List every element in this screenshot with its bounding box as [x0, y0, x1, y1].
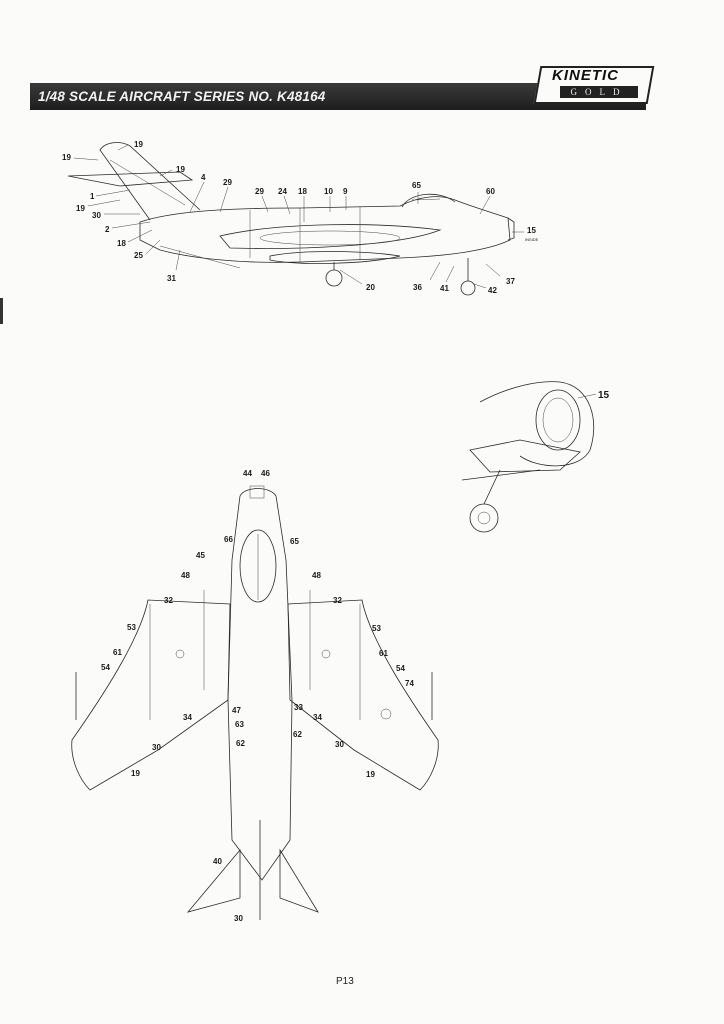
- top-view-callouts: 44 46 66 65 45 48 48 32 32 53 53 61 61 5…: [101, 469, 414, 923]
- callout: 19: [134, 140, 143, 149]
- callout: 53: [127, 623, 136, 632]
- callout: 30: [152, 743, 161, 752]
- callout: 30: [335, 740, 344, 749]
- callout: 18: [298, 187, 307, 196]
- callout: 62: [236, 739, 245, 748]
- callout: 30: [92, 211, 101, 220]
- callout: 19: [62, 153, 71, 162]
- callout: 66: [224, 535, 233, 544]
- callout: 20: [366, 283, 375, 292]
- callout: 19: [366, 770, 375, 779]
- callout: 63: [235, 720, 244, 729]
- page-number: P13: [336, 976, 354, 987]
- callout: 46: [261, 469, 270, 478]
- callout: 74: [405, 679, 414, 688]
- callout: 24: [278, 187, 287, 196]
- callout: 31: [167, 274, 176, 283]
- callout: 40: [213, 857, 222, 866]
- callout: 2: [105, 225, 110, 234]
- callout: 45: [196, 551, 205, 560]
- callout: 10: [324, 187, 333, 196]
- callout: 18: [117, 239, 126, 248]
- gold-logo: GOLD: [560, 86, 638, 98]
- callout: 34: [183, 713, 192, 722]
- nose-detail-view: 15: [461, 381, 610, 533]
- kinetic-logo: KINETIC: [552, 67, 619, 84]
- callout: 54: [101, 663, 110, 672]
- callout: 30: [234, 914, 243, 923]
- callout: 65: [412, 181, 421, 190]
- side-view-aircraft: [67, 142, 515, 296]
- callout: 25: [134, 251, 143, 260]
- callout: 29: [223, 178, 232, 187]
- callout: 62: [293, 730, 302, 739]
- callout: 60: [486, 187, 495, 196]
- binder-mark: [0, 298, 3, 324]
- callout: 19: [76, 204, 85, 213]
- callout: 47: [232, 706, 241, 715]
- callout: 32: [164, 596, 173, 605]
- callout: 1: [90, 192, 95, 201]
- page-title: 1/48 SCALE AIRCRAFT SERIES NO. K48164: [38, 89, 326, 104]
- callout: 19: [131, 769, 140, 778]
- callout: 15: [598, 390, 610, 401]
- callout: 53: [372, 624, 381, 633]
- top-view-aircraft: [71, 485, 439, 920]
- callout: 41: [440, 284, 449, 293]
- callout: 9: [343, 187, 348, 196]
- callout: 61: [379, 649, 388, 658]
- callout: 65: [290, 537, 299, 546]
- callout: 32: [333, 596, 342, 605]
- side-view-callouts: 19 19 19 4 29 29 24 18 10 9 65 60 1 19 3…: [62, 140, 539, 295]
- callout: 48: [312, 571, 321, 580]
- callout: 19: [176, 165, 185, 174]
- callout: 4: [201, 173, 206, 182]
- callout: 15: [527, 226, 536, 235]
- callout: 29: [255, 187, 264, 196]
- callout: 42: [488, 286, 497, 295]
- callout: 61: [113, 648, 122, 657]
- callout: 36: [413, 283, 422, 292]
- callout: 33: [294, 703, 303, 712]
- callout: 34: [313, 713, 322, 722]
- callout: 48: [181, 571, 190, 580]
- callout: 44: [243, 469, 252, 478]
- callout: 37: [506, 277, 515, 286]
- callout: 54: [396, 664, 405, 673]
- side-view-leader-lines: [73, 144, 524, 289]
- inside-note: INSIDE: [525, 237, 539, 242]
